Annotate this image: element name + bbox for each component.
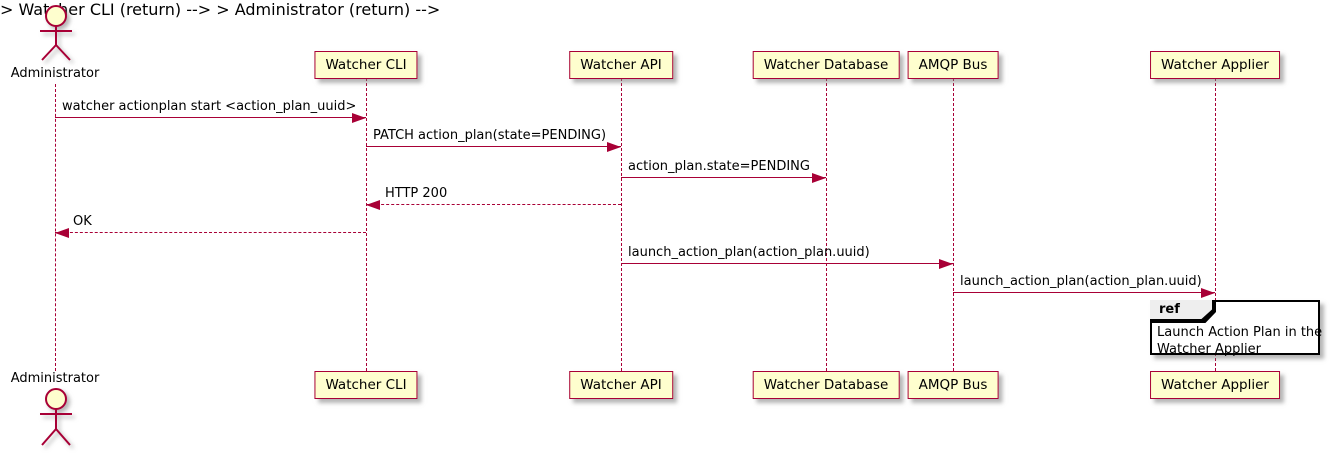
message-label: watcher actionplan start <action_plan_uu… — [62, 99, 357, 114]
arrowhead-right-icon — [352, 113, 366, 123]
participant-watcher-applier-top: Watcher Applier — [1150, 51, 1280, 79]
arrowhead-right-icon — [939, 259, 953, 269]
actor-icon-bottom — [40, 388, 72, 446]
lifeline-watcher-api — [621, 78, 622, 371]
lifeline-amqp-bus — [953, 78, 954, 371]
ref-text-line-1: Launch Action Plan in the — [1157, 325, 1323, 340]
arrowhead-left-icon — [55, 228, 69, 238]
message-line — [953, 292, 1215, 293]
participant-amqp-bus-top: AMQP Bus — [907, 51, 999, 79]
actor-icon — [40, 5, 72, 61]
lifeline-watcher-cli — [366, 78, 367, 371]
ref-fragment-text: Launch Action Plan in the Watcher Applie… — [1157, 325, 1322, 358]
actor-label-top: Administrator — [10, 66, 100, 81]
ref-tab: ref — [1150, 300, 1216, 323]
participant-watcher-api-top: Watcher API — [569, 51, 673, 79]
message-line — [366, 146, 621, 147]
participant-watcher-cli-top: Watcher CLI — [314, 51, 418, 79]
lifeline-watcher-database — [826, 78, 827, 371]
participant-watcher-database-top: Watcher Database — [752, 51, 900, 79]
arrowhead-left-icon — [366, 200, 380, 210]
message-label: OK — [73, 214, 92, 229]
ref-tab-label: ref — [1150, 300, 1212, 319]
message-label: launch_action_plan(action_plan.uuid) — [960, 274, 1202, 289]
participant-watcher-database-bottom: Watcher Database — [752, 371, 900, 399]
arrowhead-right-icon — [812, 173, 826, 183]
participant-watcher-cli-bottom: Watcher CLI — [314, 371, 418, 399]
message-line — [621, 263, 953, 264]
ref-text-line-2: Watcher Applier — [1157, 341, 1261, 357]
message-line — [366, 204, 621, 205]
participant-amqp-bus-bottom: AMQP Bus — [907, 371, 999, 399]
message-line — [55, 117, 366, 118]
message-label: HTTP 200 — [385, 186, 448, 201]
arrowhead-right-icon — [607, 142, 621, 152]
message-label: PATCH action_plan(state=PENDING) — [373, 128, 607, 143]
participant-watcher-api-bottom: Watcher API — [569, 371, 673, 399]
actor-label-bottom: Administrator — [10, 371, 100, 386]
participant-watcher-applier-bottom: Watcher Applier — [1150, 371, 1280, 399]
lifeline-administrator — [55, 84, 56, 371]
message-line — [55, 232, 366, 233]
ref-fragment: ref Launch Action Plan in the Watcher Ap… — [1150, 300, 1322, 358]
message-label: action_plan.state=PENDING — [628, 159, 810, 174]
arrowhead-right-icon — [1201, 288, 1215, 298]
message-line — [621, 177, 826, 178]
message-label: launch_action_plan(action_plan.uuid) — [628, 245, 870, 260]
lifeline-watcher-applier — [1215, 78, 1216, 371]
